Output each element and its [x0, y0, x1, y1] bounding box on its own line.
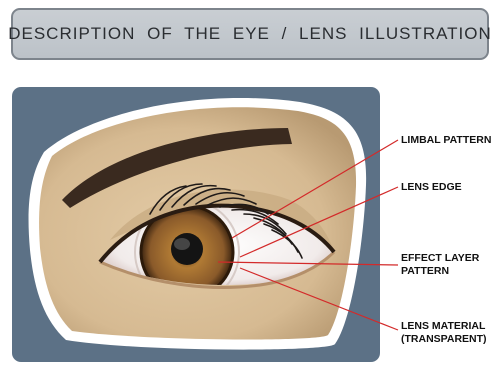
callout-lens-edge: LENS EDGE	[401, 181, 462, 194]
eye-highlight	[174, 238, 190, 250]
callout-lens-material: LENS MATERIAL (TRANSPARENT)	[401, 320, 487, 346]
callout-limbal-pattern: LIMBAL PATTERN	[401, 134, 491, 147]
callout-effect-layer-pattern: EFFECT LAYER PATTERN	[401, 252, 479, 278]
pupil	[171, 233, 203, 265]
